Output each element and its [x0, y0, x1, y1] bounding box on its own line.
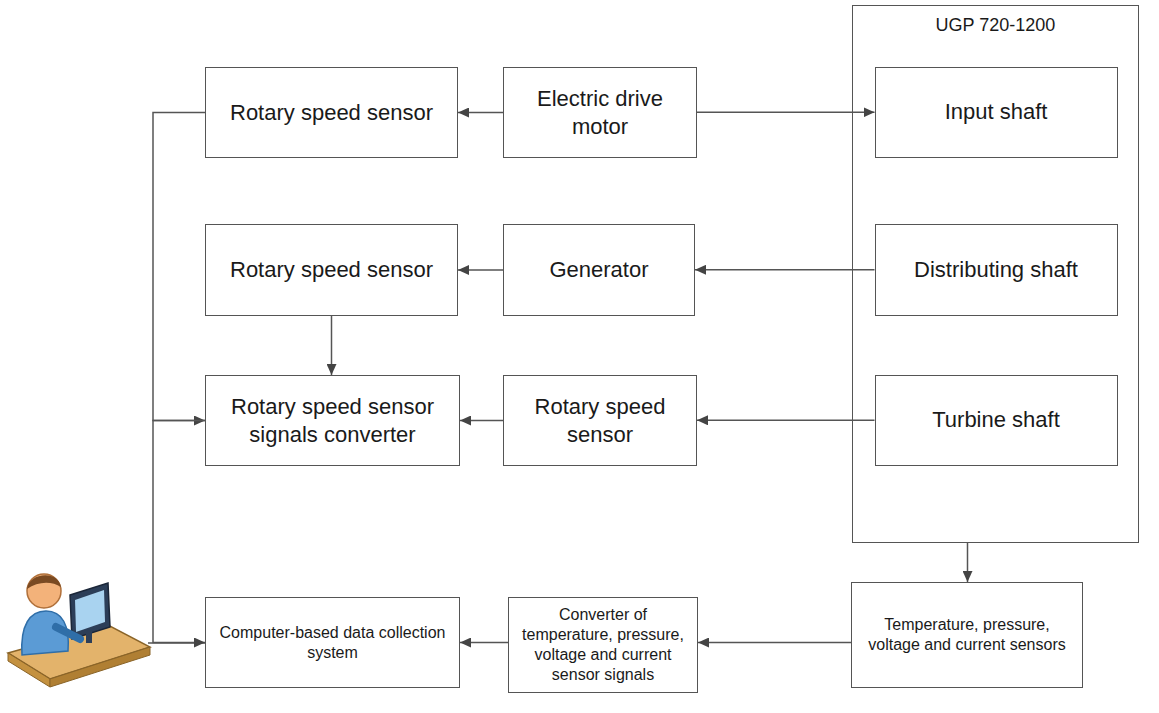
- signal-arrow: [697, 420, 875, 422]
- signal-arrow: [458, 269, 503, 271]
- group-heading: UGP 720-1200: [853, 14, 1138, 37]
- sensor-box: Rotary speed sensor: [205, 67, 458, 158]
- generator-box: Generator: [503, 224, 695, 316]
- motor-box: Electric drive motor: [503, 67, 697, 158]
- operator-arm: [56, 627, 80, 639]
- sensor-box: Rotary speed sensor: [205, 224, 458, 316]
- box-label: Electric drive motor: [514, 85, 686, 140]
- box-label: Temperature, pressure, voltage and curre…: [862, 615, 1072, 655]
- signal-arrow: [153, 113, 205, 421]
- sensor-box: Rotary speed sensor: [503, 375, 697, 466]
- operator-hair: [27, 575, 61, 589]
- unit-housing: UGP 720-1200Input shaftDistributing shaf…: [852, 5, 1139, 543]
- desk-front: [8, 653, 50, 687]
- desk-side: [50, 647, 150, 687]
- signal-arrow: [695, 269, 875, 271]
- operator-head: [27, 574, 61, 608]
- box-label: Rotary speed sensor: [230, 99, 433, 127]
- operator-icon: [0, 555, 160, 713]
- box-label: Rotary speed sensor: [230, 256, 433, 284]
- converter-box: Converter of temperature, pressure, volt…: [508, 597, 698, 693]
- signal-arrow: [460, 642, 508, 644]
- shaft-box: Turbine shaft: [875, 375, 1118, 466]
- computer-box: Computer-based data collection system: [205, 597, 460, 688]
- box-label: Computer-based data collection system: [216, 623, 449, 663]
- box-label: Rotary speed sensor: [514, 393, 686, 448]
- box-label: Input shaft: [945, 98, 1048, 126]
- monitor-screen: [75, 590, 105, 632]
- box-label: Rotary speed sensor signals converter: [216, 393, 449, 448]
- signal-arrow: [458, 112, 503, 114]
- box-label: Turbine shaft: [932, 406, 1060, 434]
- box-label: Generator: [549, 256, 648, 284]
- signal-arrow: [460, 420, 503, 422]
- signal-arrow: [698, 642, 851, 644]
- box-label: Distributing shaft: [914, 256, 1078, 284]
- shaft-box: Distributing shaft: [875, 224, 1118, 316]
- signal-arrow: [153, 421, 205, 643]
- monitor: [70, 583, 110, 639]
- signal-arrow: [967, 543, 969, 582]
- box-label: Converter of temperature, pressure, volt…: [519, 605, 687, 685]
- sensor-group-box: Temperature, pressure, voltage and curre…: [851, 582, 1083, 688]
- signal-arrow: [697, 112, 875, 114]
- signal-arrow: [331, 316, 333, 375]
- converter-box: Rotary speed sensor signals converter: [205, 375, 460, 466]
- shaft-box: Input shaft: [875, 67, 1118, 158]
- monitor-stand: [86, 631, 92, 643]
